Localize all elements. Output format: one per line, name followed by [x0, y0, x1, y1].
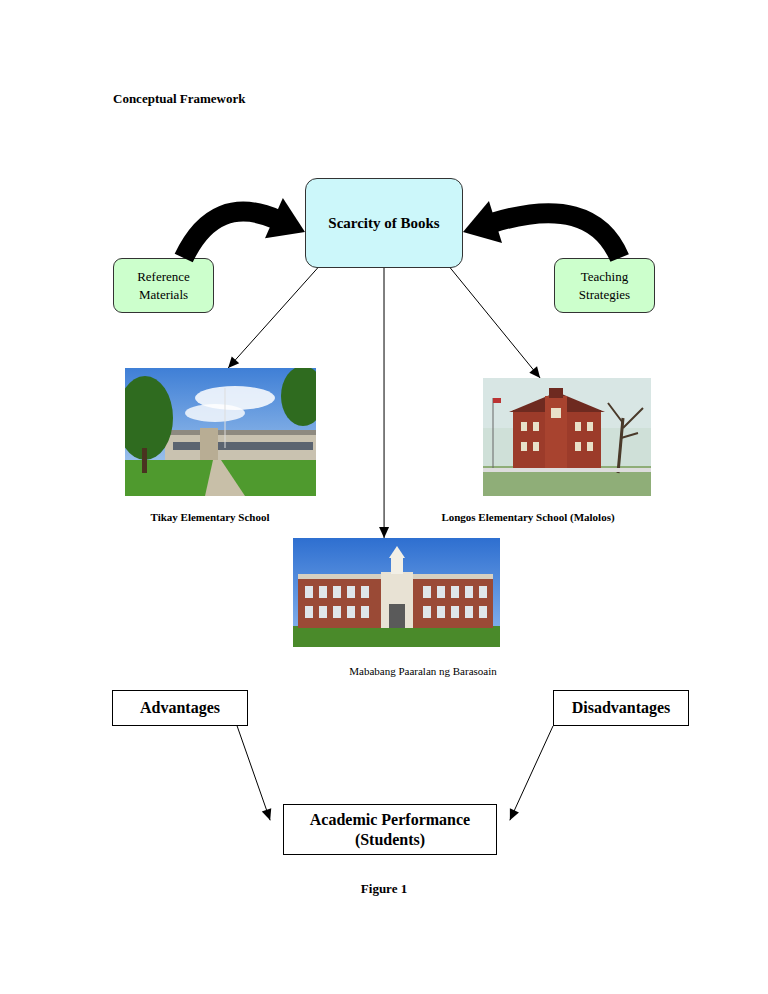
arrow-line [384, 268, 385, 538]
arrow-shaft [492, 213, 620, 258]
arrow-shaft [184, 212, 278, 258]
school-label: Longos Elementary School (Malolos) [433, 510, 623, 524]
school-label: Tikay Elementary School [105, 510, 315, 524]
node-text: Advantages [140, 698, 220, 718]
figure-caption: Figure 1 [284, 881, 484, 897]
node-text: Scarcity of Books [328, 215, 439, 232]
connector-arrow [228, 268, 318, 368]
arrow-line [228, 268, 318, 368]
school-photo [293, 538, 500, 647]
arrow-line [237, 726, 270, 820]
arrow-head [510, 808, 519, 820]
concept-box: Scarcity of Books [305, 178, 463, 268]
factor-box: Teaching Strategies [554, 258, 655, 313]
arrow-head [379, 527, 389, 538]
arrow-line [510, 726, 553, 820]
school-node: Longos Elementary School (Malolos) [483, 378, 651, 496]
outcome-factor-box: Disadvantages [553, 690, 689, 726]
connector-arrow [450, 268, 540, 378]
result-box: Academic Performance (Students) [283, 804, 497, 855]
connector-arrow [379, 268, 389, 538]
connector-arrow [510, 726, 553, 820]
node-text: Reference Materials [117, 268, 210, 304]
school-photo [483, 378, 651, 496]
factor-box: Reference Materials [113, 258, 214, 313]
arrow-head [265, 198, 305, 238]
arrow-head [262, 808, 271, 820]
arrow-head [529, 366, 540, 378]
arrow-head [228, 356, 239, 368]
node-text: Teaching Strategies [558, 268, 651, 304]
connector-arrow [237, 726, 271, 820]
thick-curved-arrow [184, 198, 305, 258]
school-node: Mababang Paaralan ng Barasoain [293, 538, 500, 647]
school-photo [125, 368, 316, 496]
node-text: Academic Performance (Students) [287, 810, 493, 850]
outcome-factor-box: Advantages [112, 690, 248, 726]
arrow-head [463, 201, 502, 243]
thick-curved-arrow [463, 201, 620, 258]
arrow-line [450, 268, 540, 378]
node-text: Disadvantages [572, 698, 671, 718]
diagram-title: Conceptual Framework [113, 91, 246, 107]
school-label: Mababang Paaralan ng Barasoain [323, 664, 523, 678]
school-node: Tikay Elementary School [125, 368, 316, 496]
